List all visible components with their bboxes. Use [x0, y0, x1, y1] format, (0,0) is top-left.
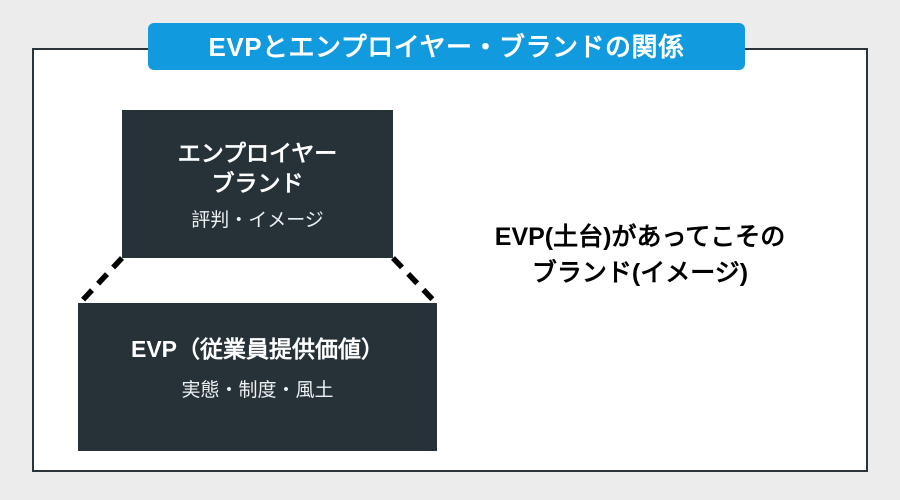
employer-brand-title: エンプロイヤー ブランド: [177, 140, 338, 196]
title-banner: EVPとエンプロイヤー・ブランドの関係: [148, 23, 745, 70]
evp-subtitle: 実態・制度・風土: [181, 380, 334, 402]
employer-brand-subtitle: 評判・イメージ: [191, 210, 324, 232]
evp-box: EVP（従業員提供価値） 実態・制度・風土: [78, 303, 437, 451]
employer-brand-box: エンプロイヤー ブランド 評判・イメージ: [122, 110, 393, 258]
diagram-caption: EVP(土台)があってこその ブランド(イメージ): [494, 223, 786, 287]
page-title: EVPとエンプロイヤー・ブランドの関係: [208, 31, 685, 62]
evp-title: EVP（従業員提供価値）: [130, 336, 385, 362]
